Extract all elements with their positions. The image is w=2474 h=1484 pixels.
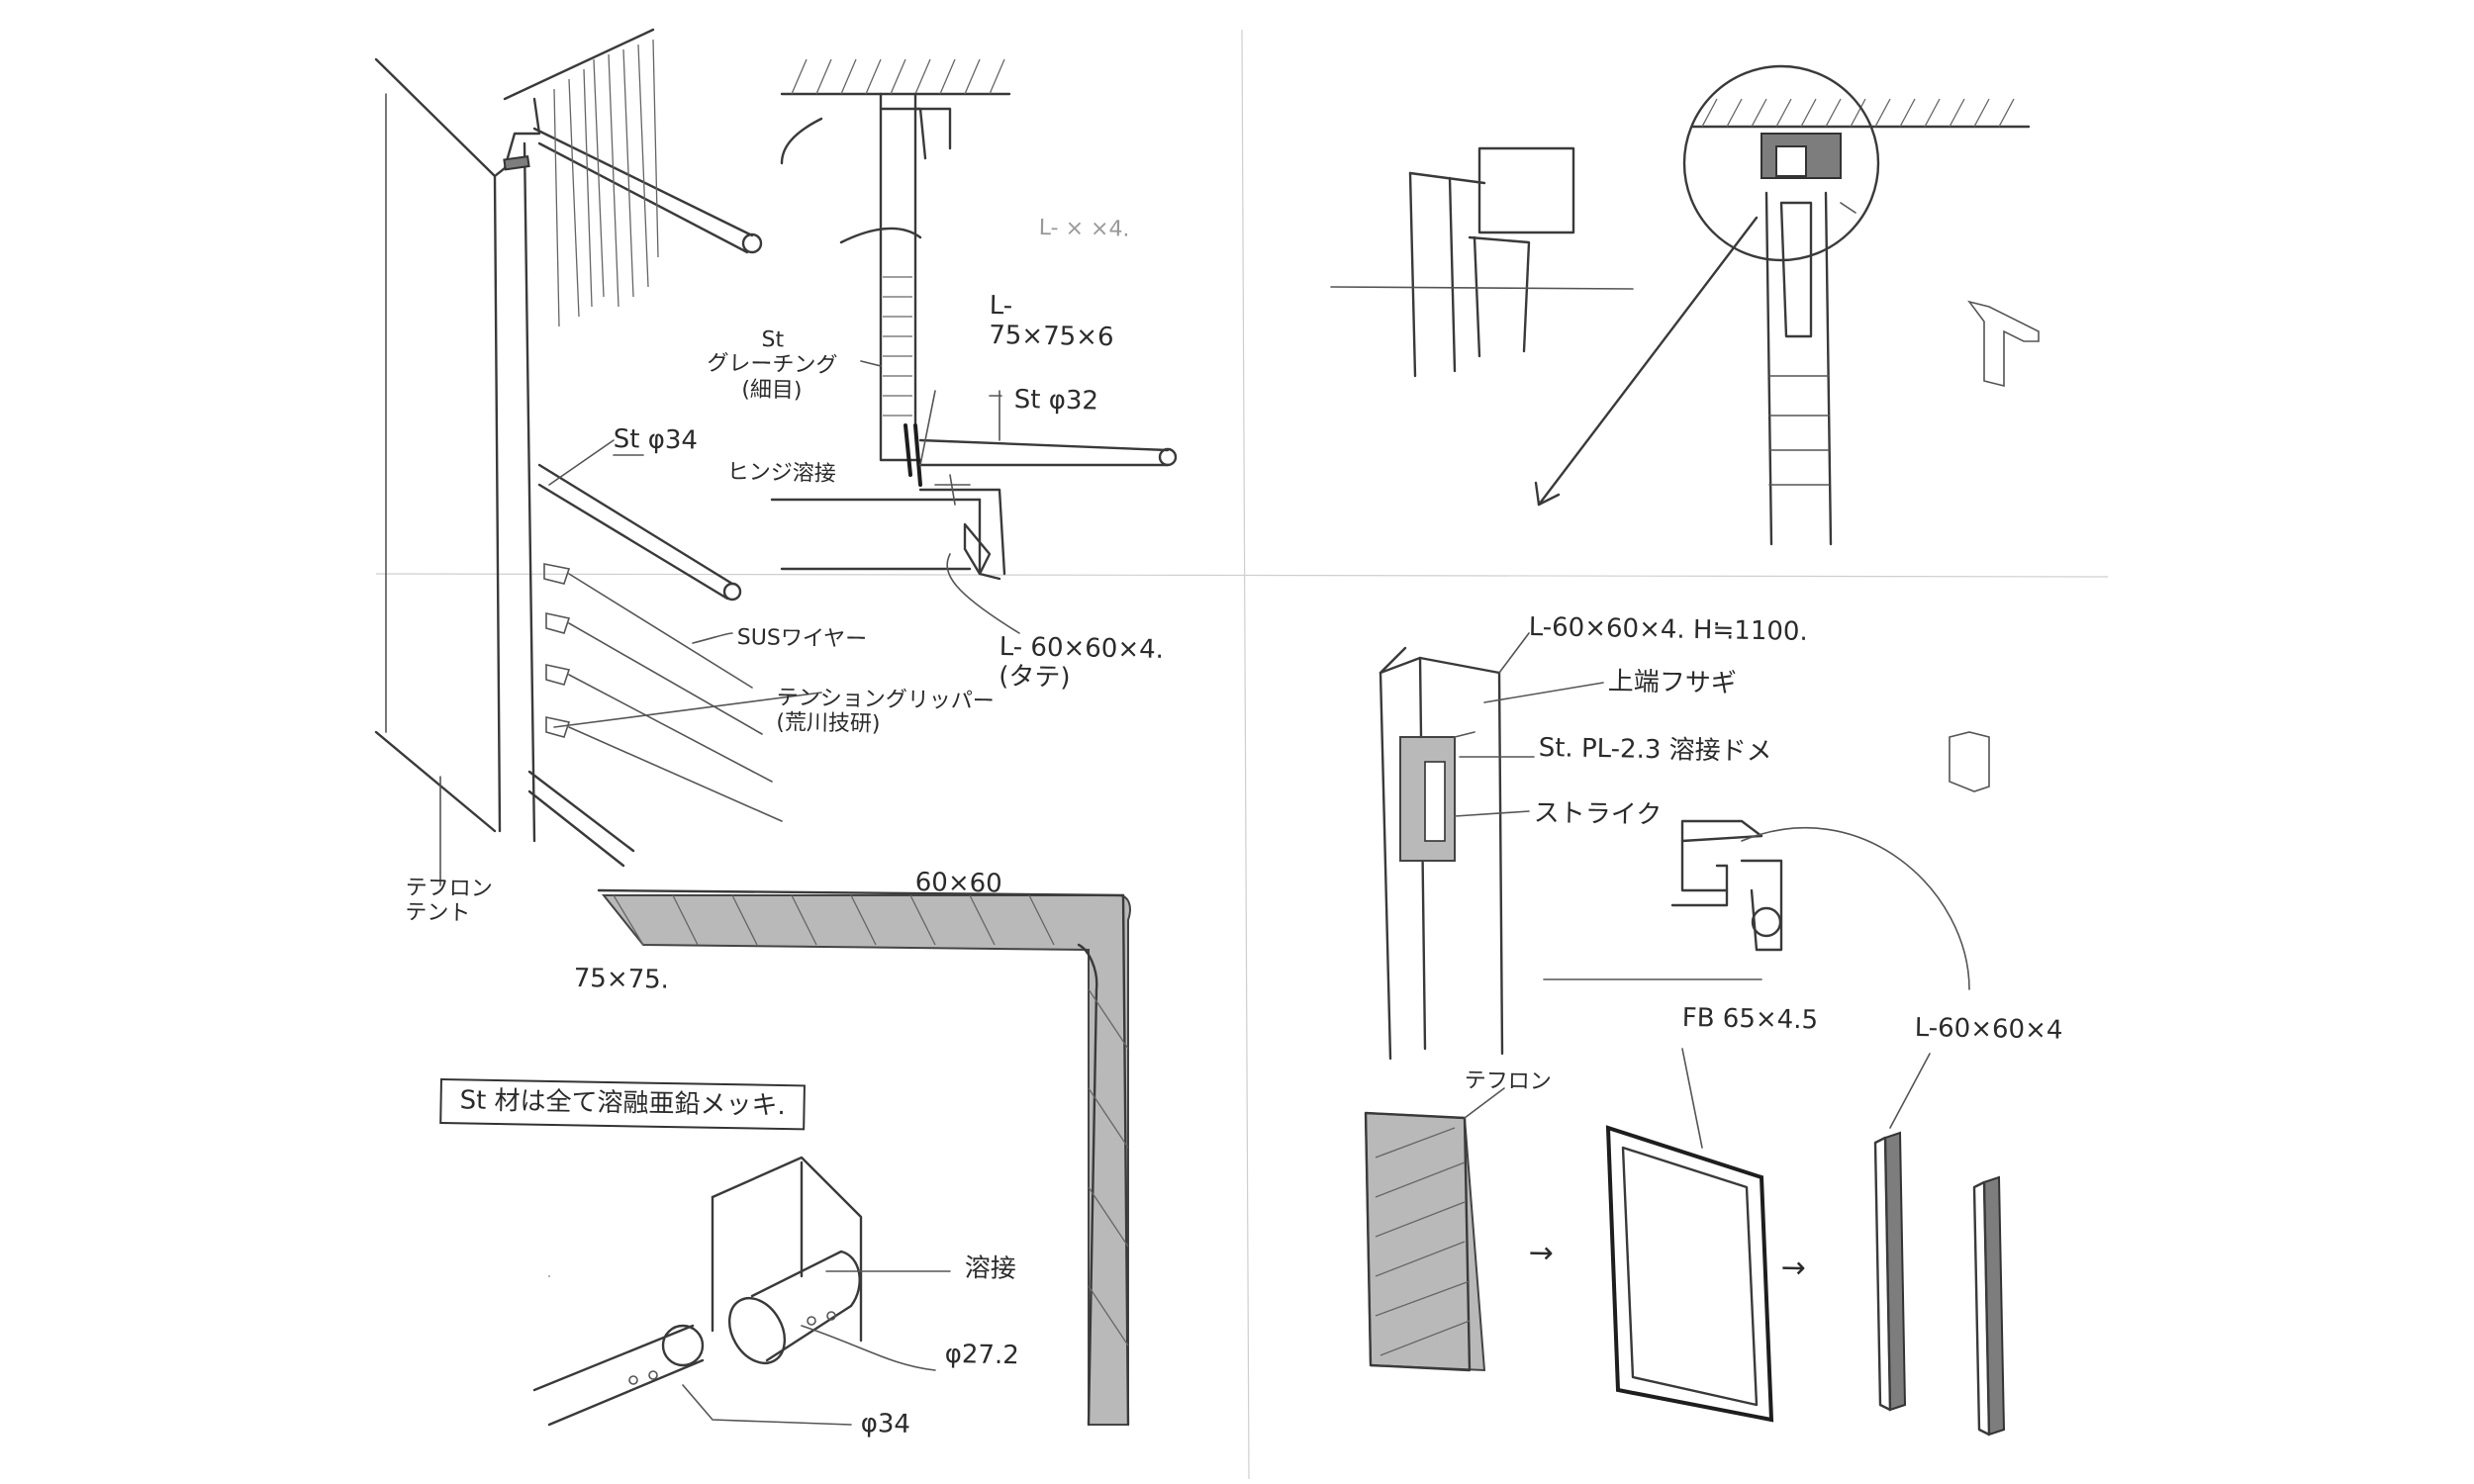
right-arrow-icon: → bbox=[1780, 1251, 1807, 1286]
tube-joint-detail bbox=[532, 1156, 951, 1427]
phi-34-label: φ34 bbox=[860, 1409, 911, 1439]
post-strike-detail bbox=[1379, 646, 1990, 1061]
st-phi32-label: St φ32 bbox=[1013, 385, 1099, 417]
weld-label: 溶接 bbox=[964, 1253, 1017, 1284]
sus-wire-label: SUSワイヤー bbox=[736, 625, 868, 653]
ceiling-section-detail bbox=[770, 58, 1178, 634]
teflon-label: テフロン bbox=[1464, 1068, 1553, 1095]
angle-60-right-label: L-60×60×4 bbox=[1914, 1013, 2063, 1046]
page-crease bbox=[375, 573, 2109, 578]
dim-75x75-label: 75×75. bbox=[573, 964, 670, 995]
galvanize-note: St 材は全て溶融亜鉛メッキ. bbox=[439, 1078, 807, 1131]
dim-60x60-label: 60×60 bbox=[914, 868, 1002, 899]
assembly-sequence bbox=[1364, 1048, 2006, 1437]
st-phi34-label: St φ34 bbox=[613, 424, 699, 456]
grating-label: St グレーチング (細目) bbox=[707, 326, 838, 404]
hinge-weld-label: ヒンジ溶接 bbox=[726, 460, 836, 487]
right-arrow-icon: → bbox=[1528, 1236, 1555, 1271]
angle-75-label: L- 75×75×6 bbox=[988, 291, 1114, 353]
fb-65-label: FB 65×4.5 bbox=[1681, 1003, 1819, 1036]
ceiling-hinge-detail bbox=[1330, 64, 2040, 546]
top-cap-label: 上端フサギ bbox=[1607, 667, 1738, 699]
faint-dimension-label: L- × ×4. bbox=[1038, 216, 1130, 242]
tent-frame-perspective bbox=[374, 28, 783, 886]
angle-60-vertical-label: L- 60×60×4. (タテ) bbox=[998, 632, 1165, 694]
tension-gripper-label: テンショングリッパー (荒川技研) bbox=[776, 686, 995, 738]
page-fold bbox=[1241, 29, 1250, 1480]
strike-label: ストライク bbox=[1533, 798, 1663, 831]
phi-27-label: φ27.2 bbox=[944, 1340, 1020, 1371]
corner-frame-detail bbox=[597, 888, 1131, 1427]
angle-60-h1100-label: L-60×60×4. H≒1100. bbox=[1528, 612, 1808, 647]
teflon-tent-label: テフロン テント bbox=[405, 876, 494, 927]
leader-lines bbox=[548, 439, 1604, 1277]
st-plate-weld-label: St. PL-2.3 溶接ドメ bbox=[1538, 733, 1772, 768]
